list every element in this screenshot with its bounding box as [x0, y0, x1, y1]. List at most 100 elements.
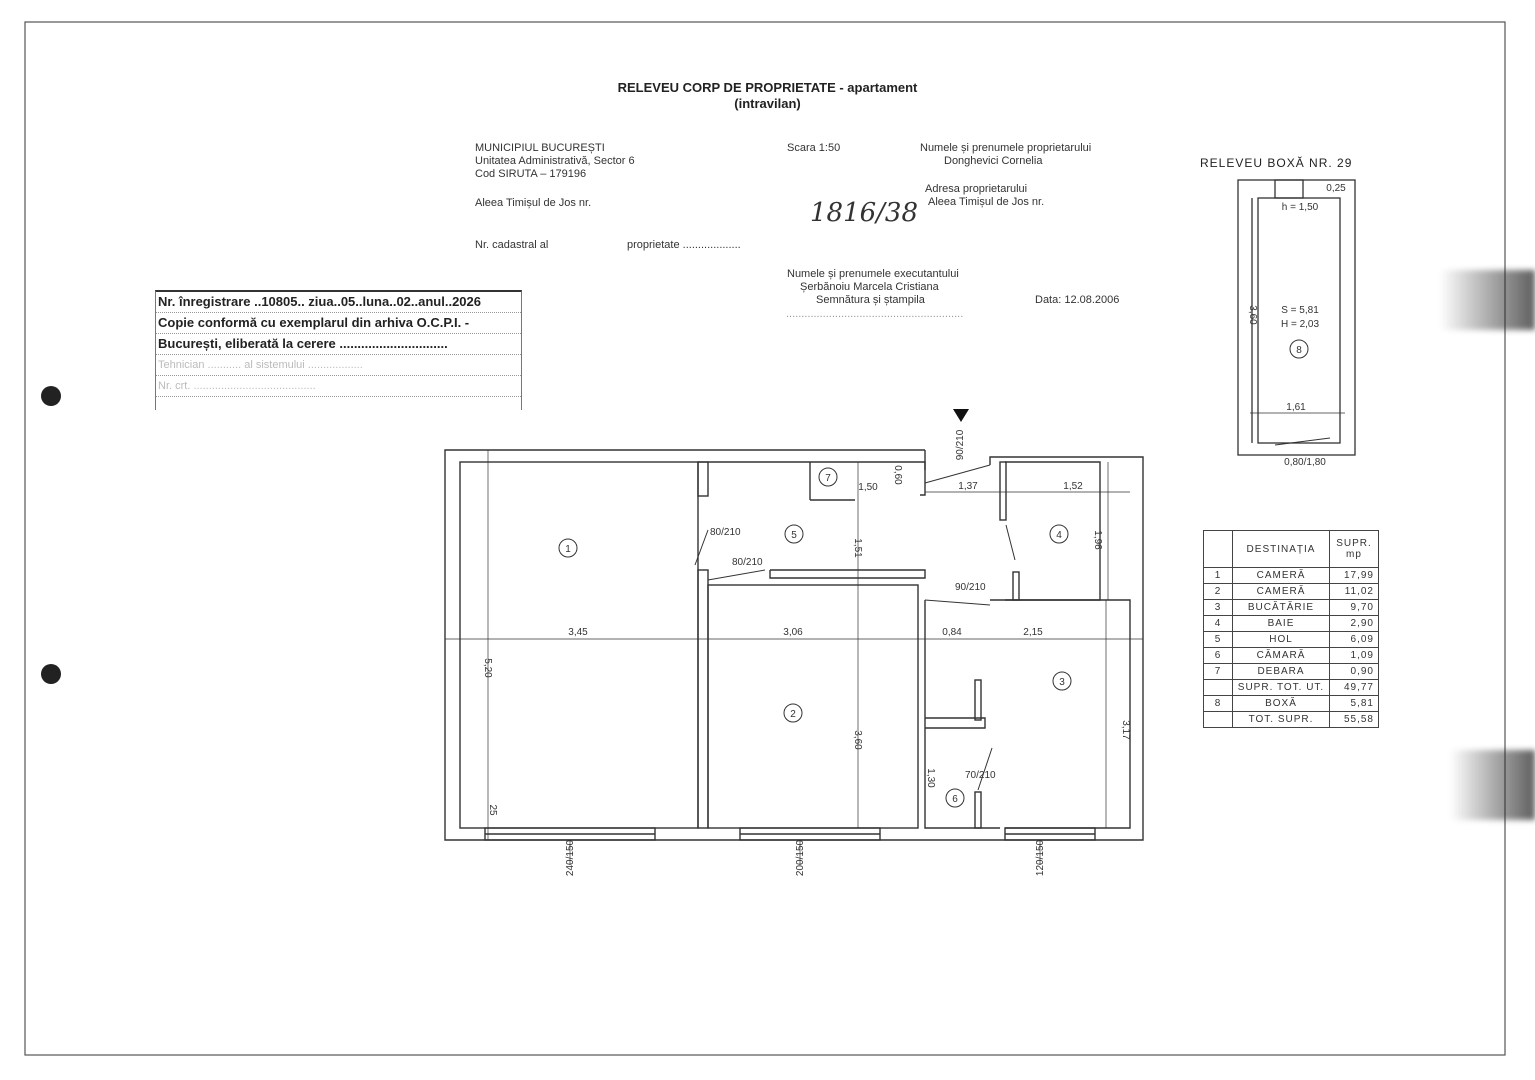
stamp-line-registration: Nr. înregistrare ..10805.. ziua..05..lun… [156, 292, 521, 313]
property-field: proprietate ................... [627, 239, 741, 251]
signature-label: Semnătura și ștampila [816, 294, 925, 306]
legend-cell-dest: BUCĂTĂRIE [1232, 599, 1330, 616]
scan-artifact [1440, 270, 1535, 330]
owner-address: Aleea Timișul de Jos nr. [928, 196, 1045, 208]
punch-hole [41, 664, 61, 684]
dim-label: 3,06 [783, 627, 803, 638]
legend-cell-area: 17,99 [1329, 567, 1379, 584]
legend-cell-dest: BOXĂ [1232, 695, 1330, 712]
admin-unit: Unitatea Administrativă, Sector 6 [475, 155, 635, 167]
street: Aleea Timișul de Jos nr. [475, 197, 592, 209]
legend-cell-area: 49,77 [1329, 679, 1379, 696]
legend-header: DESTINAȚIA SUPR.mp [1203, 530, 1379, 568]
stamp-line-issued: București, eliberată la cerere .........… [156, 334, 521, 355]
dim-label: 5,20 [482, 658, 493, 678]
dim-label: 1,96 [1092, 530, 1103, 550]
box-door-label: 0,80/1,80 [1284, 457, 1326, 468]
legend-cell-dest: SUPR. TOT. UT. [1232, 679, 1330, 696]
dim-label: 1,51 [852, 538, 863, 558]
stamp-line-copy: Copie conformă cu exemplarul din arhiva … [156, 313, 521, 334]
legend-cell-dest: BAIE [1232, 615, 1330, 632]
legend-col-area: SUPR. [1336, 538, 1372, 549]
dim-label: 3,60 [852, 730, 863, 750]
stamp-line-number: Nr. crt. ...............................… [156, 376, 521, 397]
legend-cell-n: 1 [1203, 567, 1233, 584]
owner-address-label: Adresa proprietarului [925, 183, 1028, 195]
room-label: 4 [1056, 530, 1062, 541]
legend-cell-n: 4 [1203, 615, 1233, 632]
box-plan [1237, 179, 1356, 456]
legend-cell-n: 2 [1203, 583, 1233, 600]
door-label: 80/210 [710, 527, 741, 538]
registration-stamp: Nr. înregistrare ..10805.. ziua..05..lun… [155, 290, 522, 410]
legend-cell-area: 9,70 [1329, 599, 1379, 616]
box-dim-label: 3,60 [1247, 305, 1258, 325]
dim-label: 3,17 [1120, 720, 1131, 740]
box-dim-label: 0,25 [1326, 183, 1346, 194]
room-label: 8 [1296, 345, 1302, 356]
door-label: 70/210 [965, 770, 996, 781]
dim-label: 1,37 [958, 481, 978, 492]
box-plan-title: RELEVEU BOXĂ NR. 29 [1200, 156, 1353, 170]
legend-cell-dest: CĂMARĂ [1232, 647, 1330, 664]
legend-cell-area: 2,90 [1329, 615, 1379, 632]
dim-label: 0,84 [942, 627, 962, 638]
owner-name: Donghevici Cornelia [944, 155, 1043, 167]
legend-cell-dest: CAMERĂ [1232, 583, 1330, 600]
cadastral-number: Nr. cadastral al [475, 239, 549, 251]
siruta-code: Cod SIRUTA – 179196 [475, 168, 587, 180]
window-label: 200/150 [795, 839, 806, 876]
box-height-label: H = 2,03 [1281, 319, 1320, 330]
room-label: 3 [1059, 677, 1065, 688]
door-label: 80/210 [732, 557, 763, 568]
dim-label: 3,45 [568, 627, 588, 638]
legend-cell-area: 1,09 [1329, 647, 1379, 664]
legend-cell-area: 55,58 [1329, 711, 1379, 728]
legend-cell-n [1203, 679, 1233, 696]
room-label: 7 [825, 473, 831, 484]
floor-plan [444, 449, 1144, 865]
dimension-labels: 3,45 3,06 0,84 2,15 1,37 1,52 5,20 3,60 … [482, 429, 1131, 876]
legend-cell-dest: DEBARA [1232, 663, 1330, 680]
legend-cell-n: 6 [1203, 647, 1233, 664]
box-area-label: S = 5,81 [1281, 305, 1319, 316]
legend-cell-area: 6,09 [1329, 631, 1379, 648]
door-label: 90/210 [955, 582, 986, 593]
box-dim-label: 1,61 [1286, 402, 1306, 413]
window-label: 120/150 [1035, 839, 1046, 876]
page-border [24, 21, 1506, 1056]
window-label: 240/150 [565, 839, 576, 876]
owner-label: Numele și prenumele proprietarului [920, 142, 1092, 154]
executor-label: Numele și prenumele executantului [787, 268, 959, 280]
legend-cell-area: 0,90 [1329, 663, 1379, 680]
box-dim-label: h = 1,50 [1282, 202, 1319, 213]
legend-cell-n: 3 [1203, 599, 1233, 616]
entrance-marker-icon [953, 409, 969, 422]
room-label: 1 [565, 544, 571, 555]
legend-col-unit: mp [1346, 549, 1362, 560]
room-label: 2 [790, 709, 796, 720]
legend-cell-dest: CAMERĂ [1232, 567, 1330, 584]
municipality: MUNICIPIUL BUCUREȘTI [475, 142, 605, 154]
room-numbers: 1 2 3 4 5 6 7 [558, 467, 1072, 808]
room-label: 6 [952, 794, 958, 805]
dim-label: 1,50 [858, 482, 878, 493]
dim-label: 1,30 [925, 768, 936, 788]
legend-col-destination: DESTINAȚIA [1232, 530, 1330, 568]
legend-row: TOT. SUPR.55,58 [1203, 711, 1379, 728]
handwritten-number: 1816/38 [810, 198, 919, 228]
punch-hole [41, 386, 61, 406]
legend-row: SUPR. TOT. UT.49,77 [1203, 679, 1379, 696]
door-label: 90/210 [955, 429, 966, 460]
stamp-line-technician: Tehnician ........... al sistemului ....… [156, 355, 521, 376]
dim-label: 1,52 [1063, 481, 1083, 492]
legend-cell-area: 11,02 [1329, 583, 1379, 600]
scale: Scara 1:50 [787, 142, 841, 154]
